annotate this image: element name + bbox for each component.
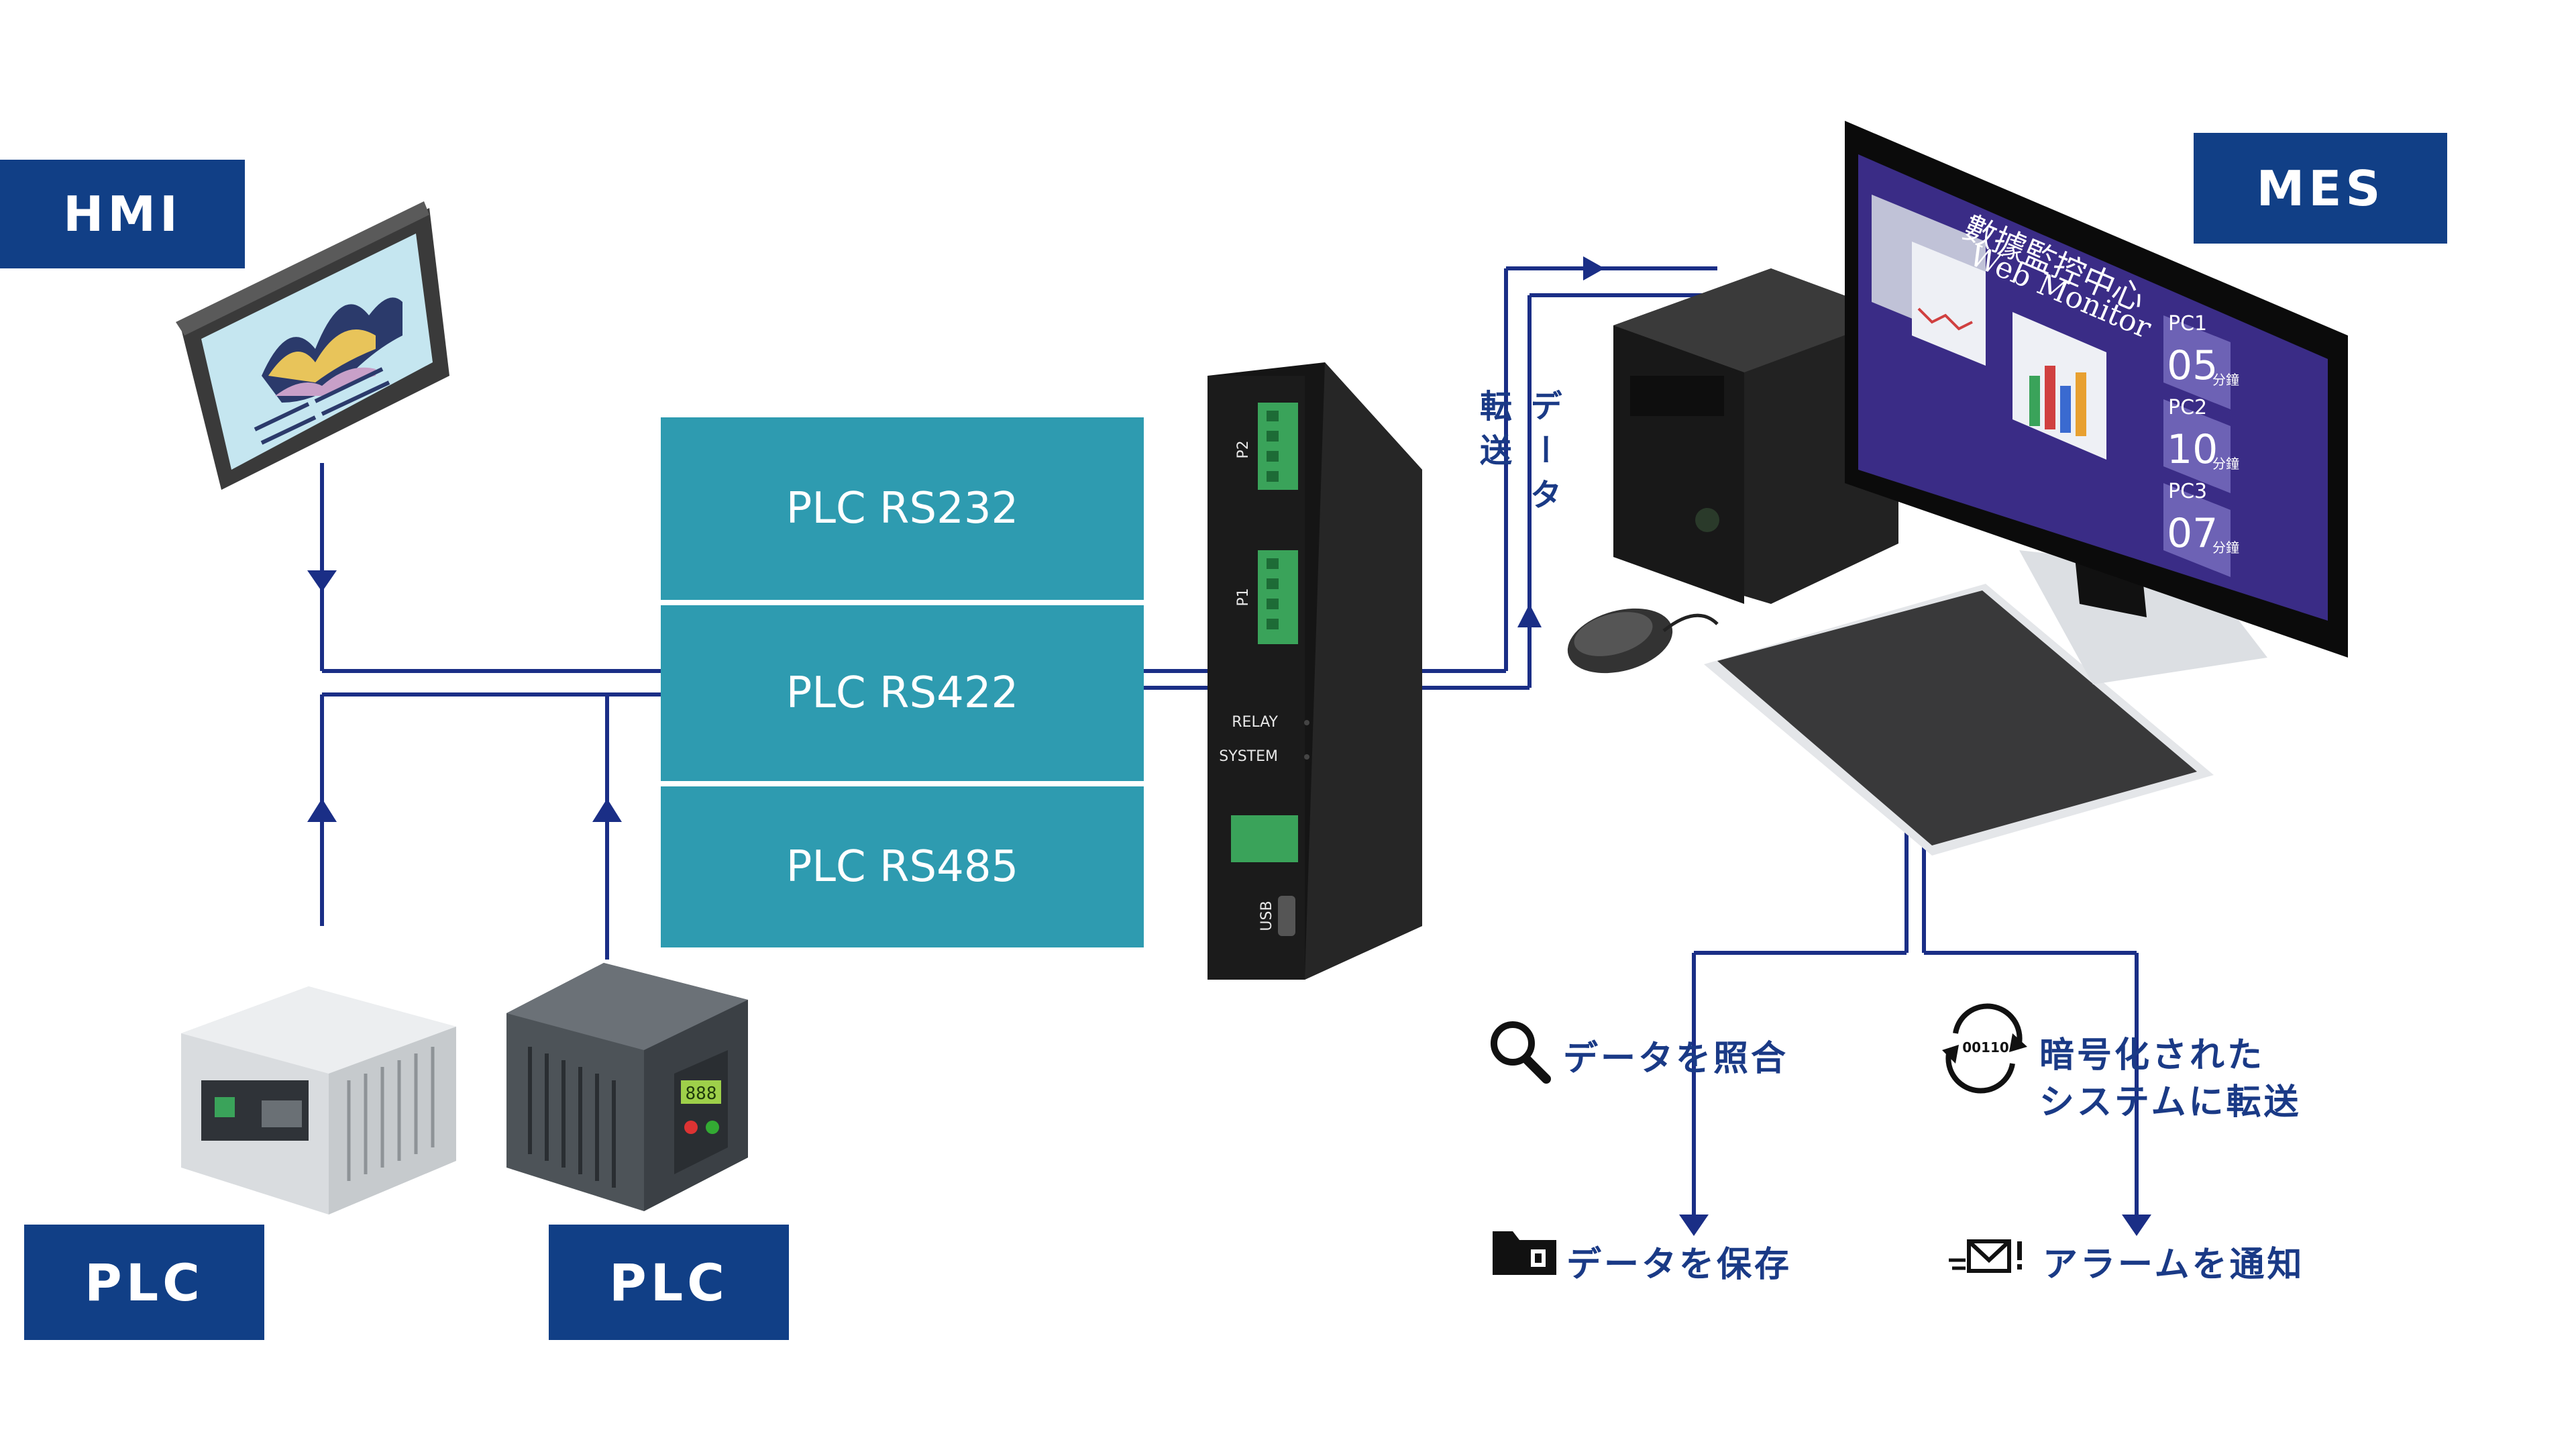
mes-label: MES xyxy=(2194,133,2447,244)
pc3-name: PC3 xyxy=(2168,480,2208,503)
action-save: データを保存 xyxy=(1566,1245,1792,1285)
pc-tower xyxy=(1613,268,1898,604)
device-label-usb: USB xyxy=(1258,900,1275,931)
device-label-p2: P2 xyxy=(1235,440,1252,458)
mouse xyxy=(1567,608,1719,674)
plc-label-left: PLC xyxy=(24,1225,264,1340)
arrow-up-upload xyxy=(1517,604,1542,627)
plc-device-2: 888 xyxy=(506,963,748,1211)
pc3-value: 07 xyxy=(2167,510,2218,557)
arrow-down-left xyxy=(1679,1215,1709,1236)
encrypt-cycle-icon xyxy=(1942,1003,2027,1094)
converter-device xyxy=(1208,362,1422,980)
arrow-right-upload xyxy=(1583,256,1605,280)
device-label-relay: RELAY xyxy=(1232,714,1278,731)
power-terminal xyxy=(1231,815,1298,862)
transfer-label-data: データ xyxy=(1524,389,1562,522)
search-icon xyxy=(1491,1021,1551,1084)
plc-label-right: PLC xyxy=(549,1225,789,1340)
pc3-unit: 分鐘 xyxy=(2212,539,2239,556)
pc2-name: PC2 xyxy=(2168,396,2208,419)
action-encrypt-line1: 暗号化された xyxy=(2039,1035,2265,1076)
folder-icon xyxy=(1493,1231,1556,1275)
pc2-unit: 分鐘 xyxy=(2212,456,2239,472)
hmi-device xyxy=(176,201,449,490)
mail-alarm-icon xyxy=(1949,1239,2022,1273)
pc1-name: PC1 xyxy=(2168,312,2208,336)
pc2-value: 10 xyxy=(2167,426,2218,473)
action-encrypt-line2: システムに転送 xyxy=(2039,1082,2302,1123)
plc2-display: 888 xyxy=(686,1084,717,1104)
arrow-heads xyxy=(307,256,2151,1236)
connection-lines xyxy=(320,266,2139,1221)
device-label-p1: P1 xyxy=(1235,588,1252,606)
action-alarm: アラームを通知 xyxy=(2043,1245,2305,1285)
arrow-up-plc2 xyxy=(592,798,622,822)
monitor xyxy=(1845,121,2348,684)
plc-port-rs232: PLC RS232 xyxy=(661,417,1144,600)
plc-port-rs422: PLC RS422 xyxy=(661,605,1144,781)
keyboard xyxy=(1704,584,2214,856)
action-compare: データを照合 xyxy=(1563,1039,1789,1079)
arrow-down-hmi xyxy=(307,570,337,592)
plc-port-rs485: PLC RS485 xyxy=(661,786,1144,947)
transfer-label-send: 転送 xyxy=(1474,389,1511,478)
monitor-bar-chart xyxy=(2029,366,2086,436)
binary-text: 00110 xyxy=(1962,1039,2009,1055)
plc-device-1 xyxy=(181,986,456,1215)
pc1-value: 05 xyxy=(2167,342,2218,389)
hmi-label: HMI xyxy=(0,160,245,268)
pc1-unit: 分鐘 xyxy=(2212,372,2239,388)
arrow-down-right xyxy=(2122,1215,2151,1236)
arrow-up-plc1 xyxy=(307,798,337,822)
device-label-system: SYSTEM xyxy=(1219,748,1278,765)
